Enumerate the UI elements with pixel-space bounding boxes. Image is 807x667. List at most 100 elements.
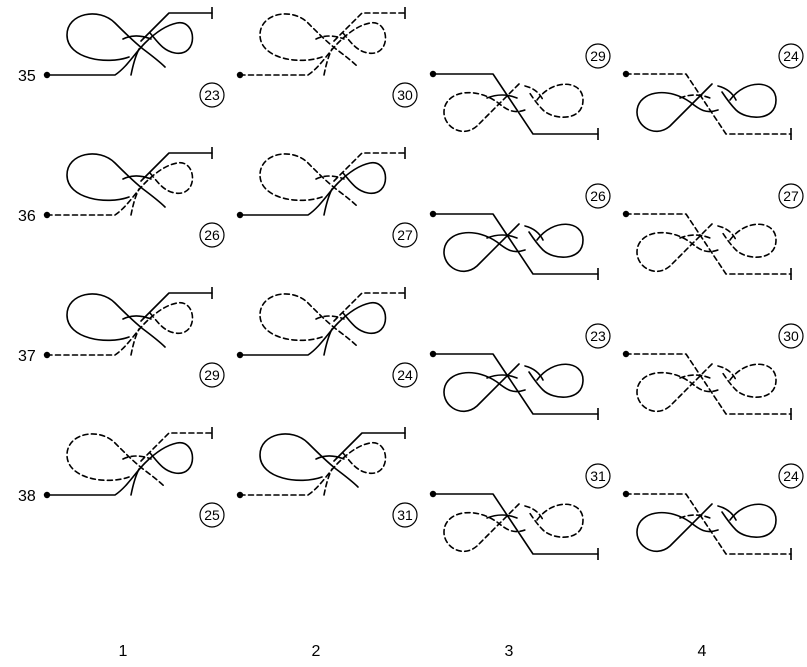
number-badge: 31 [392, 502, 418, 528]
number-badge: 27 [778, 183, 804, 209]
strand-lower-arc [323, 468, 333, 496]
knot-row: 38 25 31 31 24 [18, 427, 804, 560]
badge-number: 23 [204, 87, 220, 103]
strand-upper-arc [315, 175, 345, 180]
strand-lower-arc [323, 328, 333, 356]
crossing-arc [524, 225, 544, 241]
badge-number: 30 [783, 328, 799, 344]
strand-lower-right-lobe [721, 363, 777, 398]
strand-upper-arc [122, 175, 152, 180]
crossing-arc [486, 94, 518, 99]
crossing-arc [524, 505, 544, 521]
crossing-arc [524, 365, 544, 381]
start-dot [622, 210, 630, 218]
strand-upper [432, 213, 599, 275]
badge-circle [199, 362, 225, 388]
knot-cell: 31 [236, 427, 418, 528]
strand-lower-left-lobe [443, 223, 526, 272]
badge-number: 31 [397, 507, 413, 523]
crossing-arc [486, 374, 518, 379]
knot-cell: 26 [429, 183, 611, 280]
badge-circle [585, 43, 611, 69]
crossing-arc [679, 94, 711, 99]
badge-circle [199, 222, 225, 248]
strand-upper-lobe [66, 153, 166, 208]
strand-upper [432, 493, 599, 555]
strand-upper [140, 12, 213, 42]
number-badge: 24 [778, 43, 804, 69]
start-dot [236, 211, 244, 219]
knot-figure: 23 [43, 7, 225, 108]
knot-figure: 27 [622, 183, 804, 280]
strand-lower-right-lobe [528, 83, 584, 118]
badge-circle [392, 222, 418, 248]
start-dot [43, 491, 51, 499]
badge-circle [199, 82, 225, 108]
crossing-arc [486, 514, 518, 519]
number-badge: 24 [392, 362, 418, 388]
start-dot [236, 491, 244, 499]
crossing-arc [717, 225, 737, 241]
start-dot [43, 71, 51, 79]
knot-figure: 30 [622, 323, 804, 420]
start-dot [236, 351, 244, 359]
knot-figure: 24 [622, 463, 804, 560]
number-badge: 29 [585, 43, 611, 69]
column-label: 4 [698, 643, 707, 660]
crossing-arc [524, 85, 544, 101]
badge-circle [778, 183, 804, 209]
knot-cell: 23 [429, 323, 611, 420]
strand-lower-left-lobe [636, 83, 719, 132]
crossing-arc [679, 234, 711, 239]
strand-upper-arc [315, 35, 345, 40]
strand-lower-right-lobe [528, 503, 584, 538]
number-badge: 25 [199, 502, 225, 528]
knot-figure: 29 [429, 43, 611, 140]
strand-lower [239, 302, 387, 356]
start-dot [236, 71, 244, 79]
strand-lower-right-lobe [721, 503, 777, 538]
knot-cell: 25 [43, 427, 225, 528]
start-dot [429, 350, 437, 358]
badge-circle [585, 183, 611, 209]
knot-cell: 24 [236, 287, 418, 388]
row-label: 38 [18, 488, 36, 505]
number-badge: 23 [585, 323, 611, 349]
strand-upper [625, 493, 792, 555]
strand-upper [625, 213, 792, 275]
knot-cell: 29 [429, 43, 611, 140]
start-dot [429, 70, 437, 78]
row-label: 37 [18, 348, 36, 365]
number-badge: 26 [199, 222, 225, 248]
strand-upper-arc [122, 315, 152, 320]
strand-upper-lobe [259, 293, 359, 348]
strand-lower [239, 442, 387, 496]
row-label: 35 [18, 68, 36, 85]
strand-lower-left-lobe [636, 223, 719, 272]
badge-number: 24 [783, 468, 799, 484]
strand-lower-left-lobe [443, 363, 526, 412]
badge-circle [392, 362, 418, 388]
knot-cell: 27 [622, 183, 804, 280]
start-dot [429, 210, 437, 218]
knot-figure: 26 [429, 183, 611, 280]
strand-upper [140, 432, 213, 462]
badge-circle [778, 463, 804, 489]
start-dot [43, 351, 51, 359]
badge-circle [585, 323, 611, 349]
knot-figure: 31 [236, 427, 418, 528]
badge-number: 29 [590, 48, 606, 64]
strand-upper-arc [315, 315, 345, 320]
number-badge: 31 [585, 463, 611, 489]
knot-cell: 26 [43, 147, 225, 248]
column-label: 3 [505, 643, 514, 660]
knot-cell: 24 [622, 43, 804, 140]
number-badge: 29 [199, 362, 225, 388]
badge-number: 27 [783, 188, 799, 204]
strand-lower-arc [323, 188, 333, 216]
knot-row: 37 29 24 23 30 [18, 287, 804, 420]
badge-circle [778, 323, 804, 349]
strand-upper [333, 152, 406, 182]
row-label: 36 [18, 208, 36, 225]
